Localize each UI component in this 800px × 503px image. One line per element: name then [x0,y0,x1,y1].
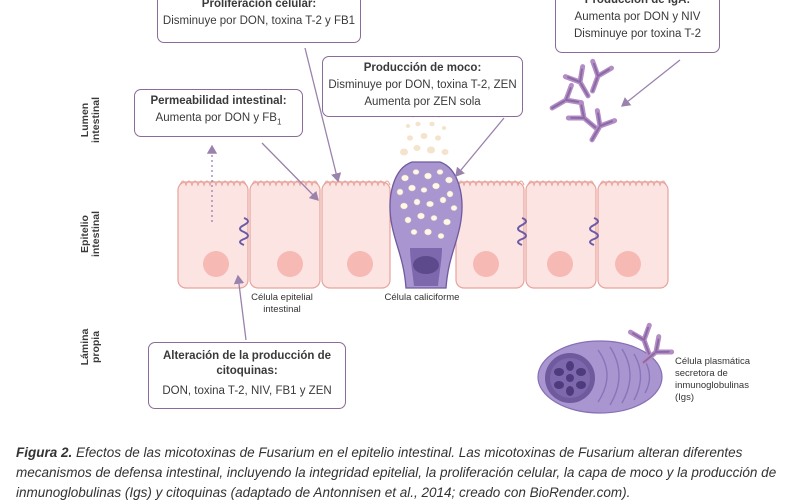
arrows [206,47,681,341]
box-text: Aumenta por DON y FB [155,112,277,124]
box-title: Producción de moco: [363,62,482,74]
box-title: Producción de IgA: [584,0,691,6]
tight-junction [239,217,249,246]
antibody [627,322,652,358]
label-celula-epitelial: Célula epitelial intestinal [251,292,313,315]
box-text: Disminuye por DON, toxina T-2, ZEN [328,79,517,91]
box-text: Aumenta por ZEN sola [364,96,481,108]
box-title: Alteración de la producción de citoquina… [162,350,332,377]
epithelial-cell [249,180,321,289]
arrow-moco [455,117,505,178]
antibodies [549,58,675,365]
arrow-proliferacion [304,47,342,183]
box-iga: Producción de IgA: Aumenta por DON y NIV… [555,0,720,53]
box-text: Aumenta por DON y NIV [574,11,701,23]
caption-text: Efectos de las micotoxinas de Fusarium e… [16,445,777,500]
epithelial-cell [321,180,391,289]
epithelial-cell [177,180,249,289]
arrow-permeabilidad [261,142,319,201]
arrow-iga [620,59,681,107]
arrow-citoquinas [233,274,247,341]
epithelial-cell [455,180,525,289]
plasma-cell [537,340,663,414]
box-title: Permeabilidad intestinal: [150,95,287,107]
antibody [549,82,584,111]
box-text: DON, toxina T-2, NIV, FB1 y ZEN [162,385,332,397]
antibody [562,64,591,99]
epithelial-cell [525,180,597,289]
goblet-cell [389,112,463,289]
label-celula-caliciforme: Célula caliciforme [384,292,460,303]
caption-label: Figura 2. [16,445,73,460]
figure-caption: Figura 2. Efectos de las micotoxinas de … [16,443,786,503]
mucus-droplets [400,112,449,156]
antibody [590,58,615,94]
box-text: Disminuye por DON, toxina T-2 y FB1 [162,15,356,27]
antibody [641,334,675,365]
antibody [589,108,618,143]
box-moco: Producción de moco: Disminuye por DON, t… [322,56,523,117]
epithelial-cells [177,180,669,289]
box-text-subscript: 1 [276,117,282,127]
epithelial-cell [597,180,669,289]
box-title: Proliferación celular: [201,0,317,10]
box-proliferacion: Proliferación celular: Disminuye por DON… [157,0,361,43]
antibody [565,100,599,131]
box-citoquinas: Alteración de la producción de citoquina… [148,342,346,409]
box-permeabilidad: Permeabilidad intestinal: Aumenta por DO… [134,89,303,137]
label-celula-plasmatica: Célula plasmática secretora de inmunoglo… [675,356,750,403]
tight-junction [589,217,599,246]
box-text: Disminuye por toxina T-2 [574,28,701,40]
tight-junctions [239,217,599,246]
tight-junction [517,217,527,246]
